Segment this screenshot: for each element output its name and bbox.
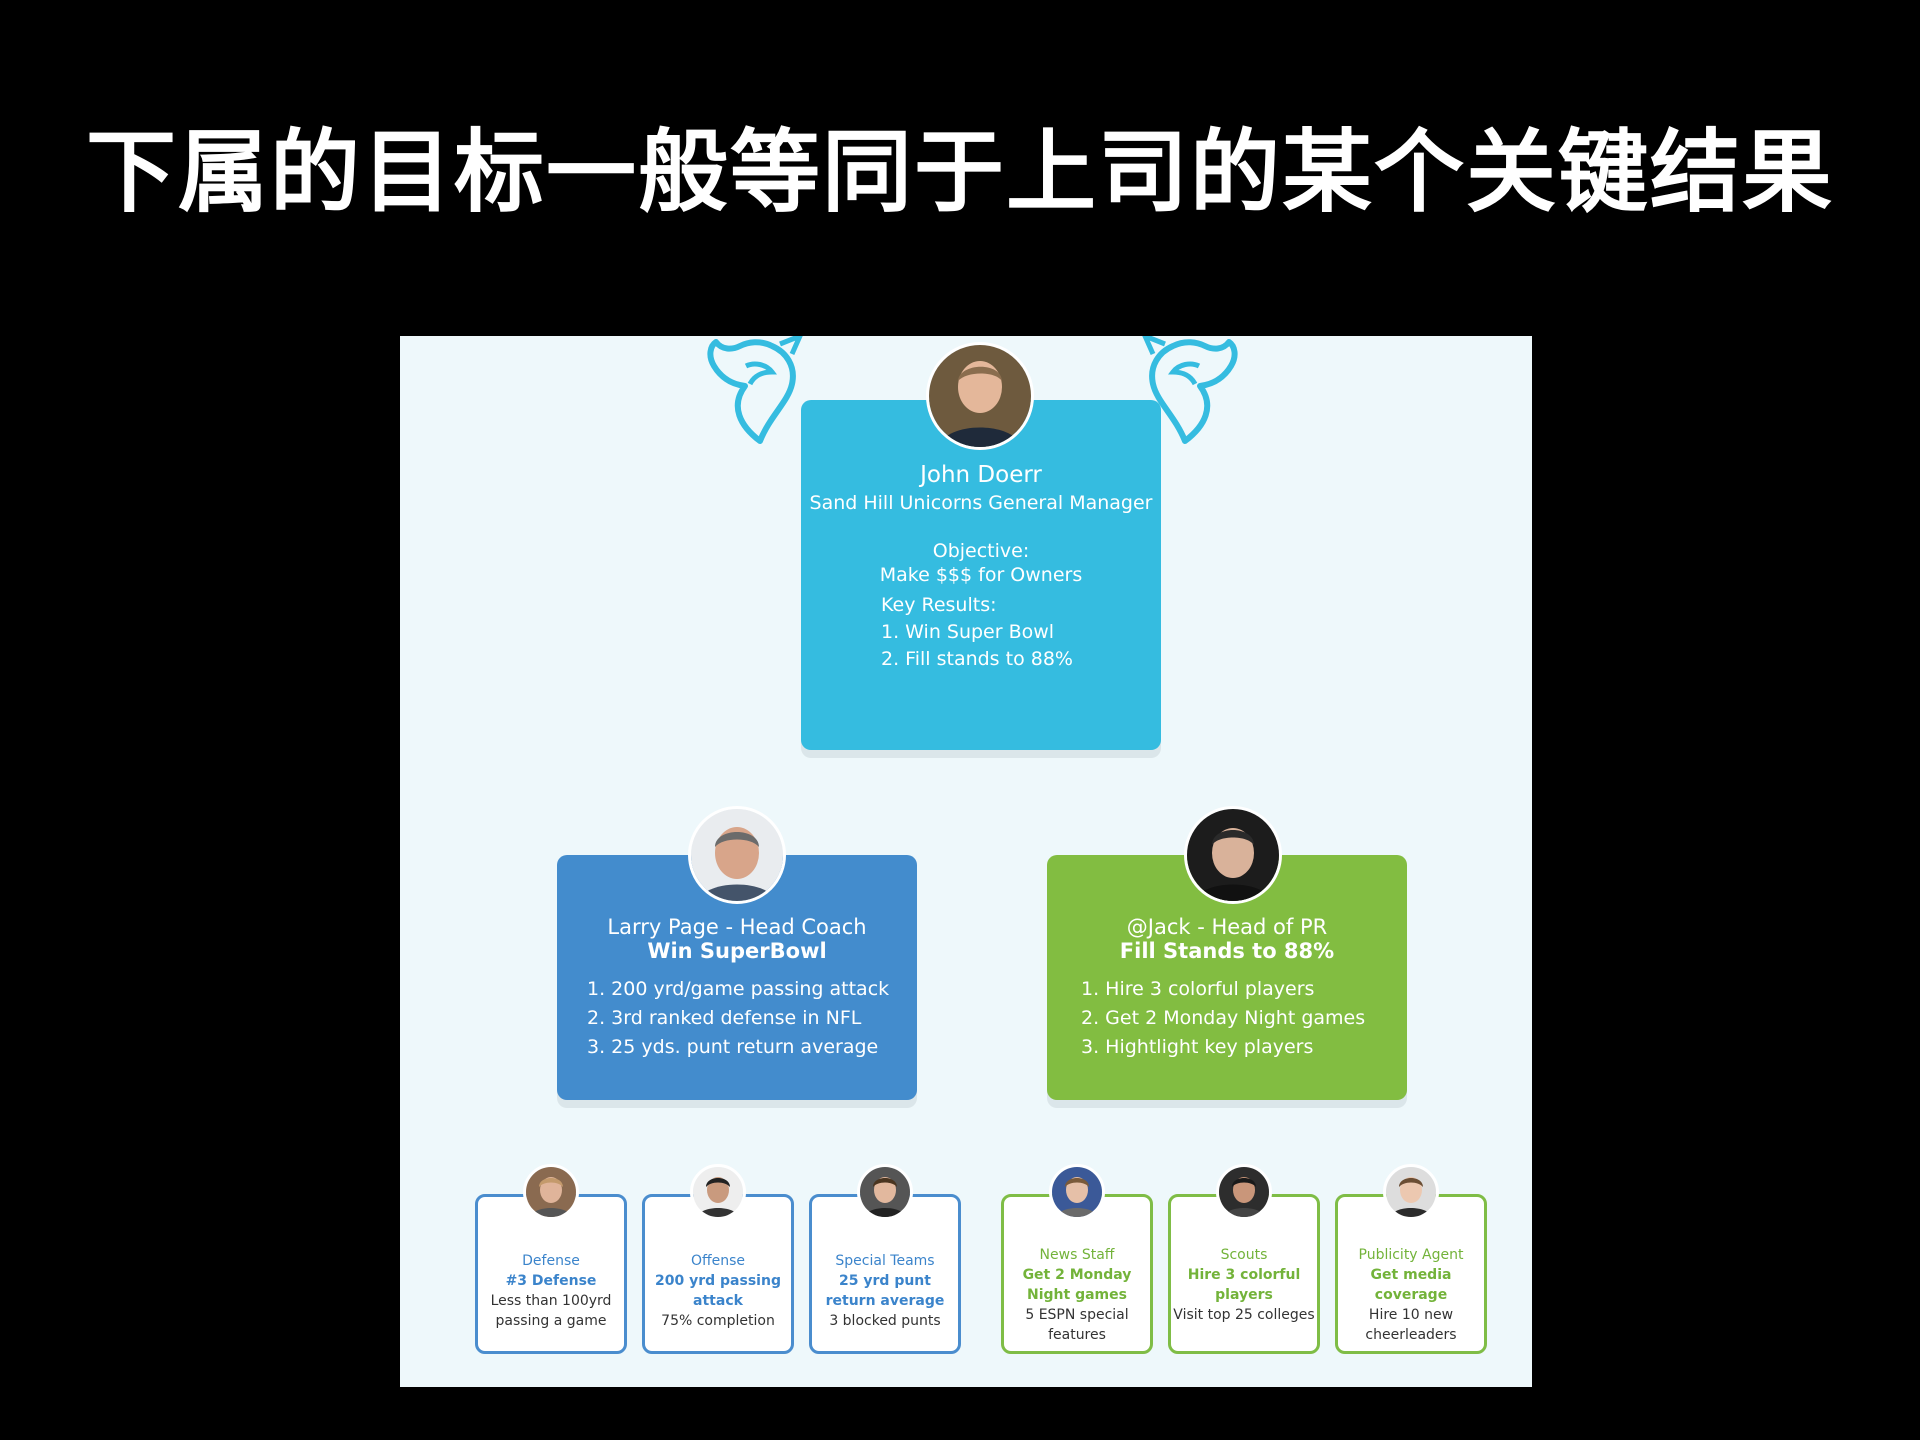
ceo-kr-label: Key Results:	[881, 594, 997, 616]
staff-role: Publicity Agent	[1358, 1247, 1464, 1263]
unicorn-logo-left-icon	[707, 336, 803, 444]
pr-kr-2: 2. Get 2 Monday Night games	[1081, 1007, 1366, 1029]
person-avatar-icon	[1052, 1167, 1102, 1217]
staff-avatar	[690, 1164, 746, 1220]
coach-objective: Win SuperBowl	[647, 939, 827, 963]
staff-avatar	[1049, 1164, 1105, 1220]
ceo-name: John Doerr	[920, 462, 1042, 488]
staff-goal: 200 yrd passing attack	[655, 1273, 781, 1309]
coach-name: Larry Page - Head Coach	[607, 915, 867, 939]
unicorn-logo-right-icon	[1142, 336, 1238, 444]
staff-card-publicity-agent: Publicity Agent Get media coverage Hire …	[1335, 1194, 1487, 1354]
staff-avatar	[1216, 1164, 1272, 1220]
staff-result: Less than 100yrd passing a game	[490, 1293, 612, 1329]
okr-org-chart: John Doerr Sand Hill Unicorns General Ma…	[400, 336, 1532, 1387]
pr-avatar	[1184, 806, 1282, 904]
person-avatar-icon	[691, 809, 783, 901]
ceo-card: John Doerr Sand Hill Unicorns General Ma…	[801, 400, 1161, 750]
ceo-objective-label: Objective:	[932, 540, 1030, 562]
staff-role: Special Teams	[835, 1253, 935, 1269]
person-avatar-icon	[929, 345, 1031, 447]
coach-avatar	[688, 806, 786, 904]
staff-goal: Hire 3 colorful players	[1187, 1267, 1301, 1303]
staff-role: Scouts	[1220, 1247, 1268, 1263]
staff-avatar	[523, 1164, 579, 1220]
person-avatar-icon	[860, 1167, 910, 1217]
staff-result: 5 ESPN special features	[1025, 1307, 1129, 1343]
staff-role: News Staff	[1039, 1247, 1115, 1263]
person-avatar-icon	[1219, 1167, 1269, 1217]
person-avatar-icon	[693, 1167, 743, 1217]
ceo-role: Sand Hill Unicorns General Manager	[809, 492, 1153, 514]
staff-goal: Get media coverage	[1370, 1267, 1452, 1303]
person-avatar-icon	[526, 1167, 576, 1217]
pr-kr-1: 1. Hire 3 colorful players	[1081, 978, 1315, 1000]
pr-card: @Jack - Head of PR Fill Stands to 88% 1.…	[1047, 855, 1407, 1100]
person-avatar-icon	[1187, 809, 1279, 901]
ceo-avatar	[926, 342, 1034, 450]
ceo-kr-2: 2. Fill stands to 88%	[881, 648, 1073, 670]
ceo-objective: Make $$$ for Owners	[879, 564, 1083, 586]
coach-kr-3: 3. 25 yds. punt return average	[587, 1036, 879, 1058]
staff-result: 3 blocked punts	[829, 1313, 941, 1329]
staff-goal: Get 2 Monday Night games	[1022, 1267, 1132, 1303]
staff-avatar	[857, 1164, 913, 1220]
staff-card-offense: Offense 200 yrd passing attack 75% compl…	[642, 1194, 794, 1354]
pr-kr-3: 3. Hightlight key players	[1081, 1036, 1314, 1058]
person-avatar-icon	[1386, 1167, 1436, 1217]
staff-role: Offense	[690, 1253, 746, 1269]
staff-goal: #3 Defense	[505, 1273, 597, 1289]
ceo-kr-1: 1. Win Super Bowl	[881, 621, 1055, 643]
staff-result: 75% completion	[661, 1313, 775, 1329]
staff-result: Visit top 25 colleges	[1173, 1307, 1315, 1323]
pr-objective: Fill Stands to 88%	[1119, 939, 1335, 963]
slide-title: 下属的目标一般等同于上司的某个关键结果	[86, 120, 1834, 225]
staff-result: Hire 10 new cheerleaders	[1365, 1307, 1457, 1343]
coach-kr-2: 2. 3rd ranked defense in NFL	[587, 1007, 862, 1029]
coach-kr-1: 1. 200 yrd/game passing attack	[587, 978, 890, 1000]
staff-role: Defense	[522, 1253, 580, 1269]
staff-avatar	[1383, 1164, 1439, 1220]
staff-goal: 25 yrd punt return average	[825, 1273, 945, 1309]
pr-name: @Jack - Head of PR	[1126, 915, 1328, 939]
staff-card-scouts: Scouts Hire 3 colorful players Visit top…	[1168, 1194, 1320, 1354]
